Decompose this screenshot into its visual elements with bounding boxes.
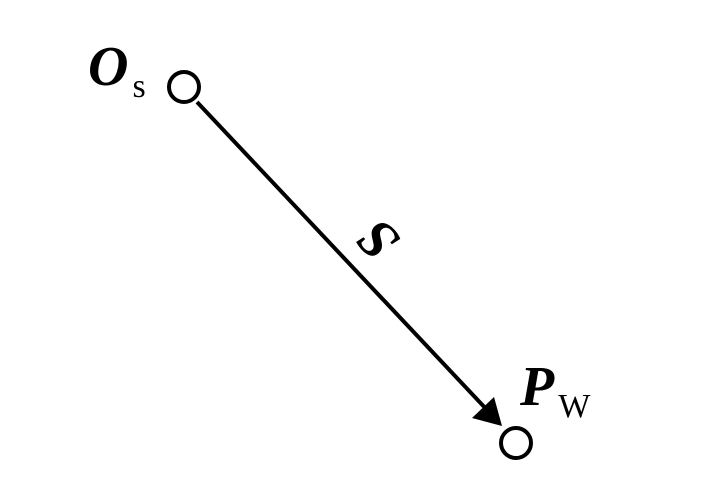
end-point-marker[interactable]: [499, 426, 533, 460]
vector-line: [195, 100, 491, 414]
vector-arrowhead: [472, 397, 502, 426]
start-point-subscript: s: [132, 68, 145, 105]
end-point-subscript: W: [558, 388, 591, 425]
start-point-marker[interactable]: [167, 70, 201, 104]
start-point-letter: O: [88, 36, 128, 98]
vector-label: S: [345, 207, 412, 272]
end-point-letter: P: [519, 356, 555, 418]
